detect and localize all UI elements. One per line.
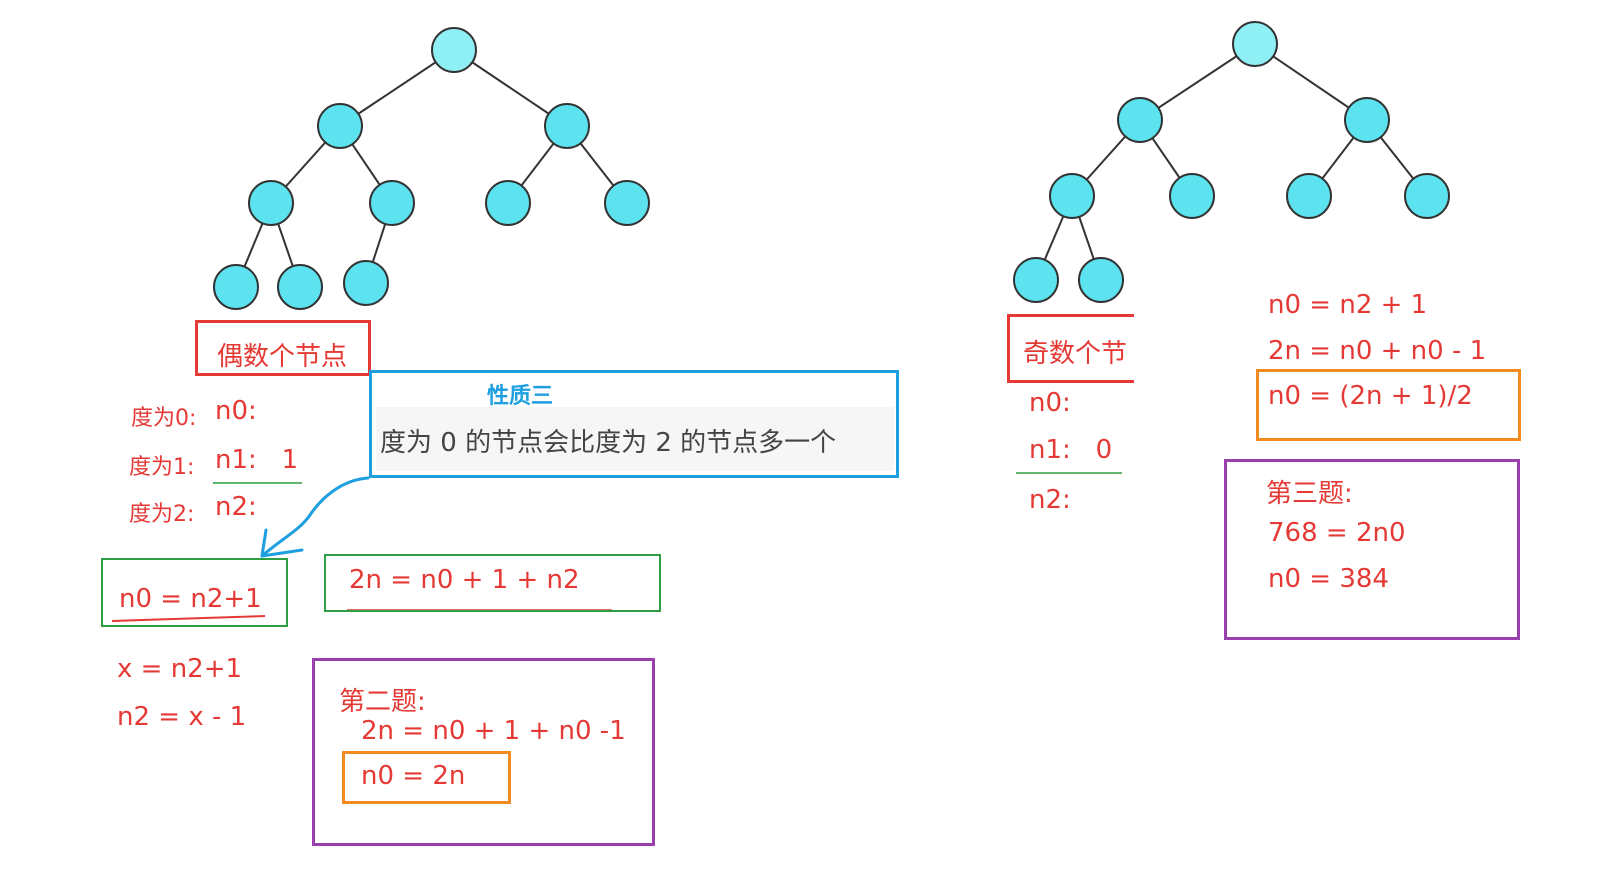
odd-nodes-label-box [1007,314,1134,383]
degree-1-label: 度为1: [129,455,195,480]
degree-0-label: 度为0: [131,406,197,431]
tree-node [1344,97,1390,143]
tree-node [248,180,294,226]
right-n1: n1: 0 [1029,435,1113,465]
property-text: 度为 0 的节点会比度为 2 的节点多一个 [380,428,837,458]
right-eq2: 2n = n0 + n0 - 1 [1268,336,1487,366]
degree-0-value: n0: [215,396,257,426]
question-3-title: 第三题: [1266,479,1353,509]
tree-node [213,264,259,310]
degree-1-value: n1: 1 [215,445,299,475]
formula-c: x = n2+1 [117,654,243,684]
tree-node [1117,97,1163,143]
even-nodes-label-box [195,320,371,376]
formula-box-a [101,558,288,627]
tree-node [343,260,389,306]
degree-2-value: n2: [215,492,257,522]
tree-node [1404,173,1450,219]
even-nodes-label: 偶数个节点 [217,342,348,372]
left-tree-nodes [213,27,650,310]
formula-box-b [324,554,661,612]
left-root-node [431,27,477,73]
question-2-answer-box [342,751,511,804]
right-tree-nodes [1013,21,1450,303]
formula-a: n0 = n2+1 [119,584,262,614]
right-eq3-box [1256,369,1521,441]
formula-d: n2 = x - 1 [117,702,247,732]
left-tree [235,49,628,288]
degree-2-label: 度为2: [129,502,195,527]
question-2-title: 第二题: [339,687,426,717]
right-tree [1035,43,1428,281]
tree-node [317,103,363,149]
formula-b: 2n = n0 + 1 + n2 [349,565,580,595]
hand-drawn-arrow [260,476,370,558]
underline-formula-a [111,615,266,622]
tree-node [544,103,590,149]
question-3-eq2: n0 = 384 [1268,564,1389,594]
tree-node [1169,173,1215,219]
question-3-box [1224,459,1520,640]
tree-node [369,180,415,226]
property-text-band [376,407,894,471]
tree-node [1078,257,1124,303]
right-root-node [1232,21,1278,67]
question-2-eq1: 2n = n0 + 1 + n0 -1 [361,716,626,746]
tree-node [277,264,323,310]
question-2-eq2: n0 = 2n [361,761,466,791]
question-2-box [312,658,655,846]
tree-node [1286,173,1332,219]
question-3-eq1: 768 = 2n0 [1268,518,1406,548]
tree-node [1049,173,1095,219]
right-eq3: n0 = (2n + 1)/2 [1268,381,1473,411]
tree-node [1013,257,1059,303]
odd-nodes-label: 奇数个节 [1023,339,1128,369]
property-title: 性质三 [487,384,554,409]
right-eq1: n0 = n2 + 1 [1268,290,1428,320]
tree-node [604,180,650,226]
right-n2: n2: [1029,485,1071,515]
tree-node [485,180,531,226]
right-n0: n0: [1029,388,1071,418]
